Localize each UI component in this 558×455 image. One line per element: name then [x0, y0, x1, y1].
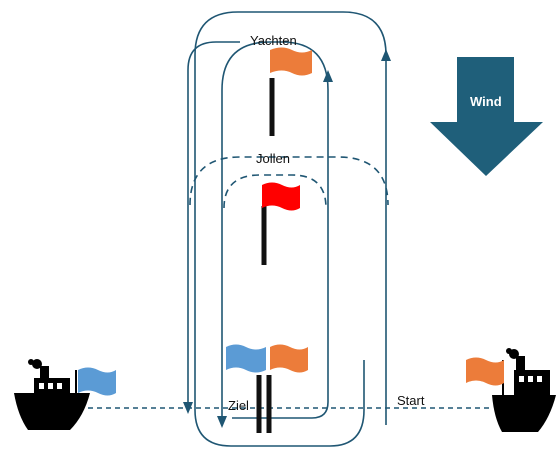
jollen-inner-dashed-path: [223, 174, 327, 209]
left-boat-window: [57, 383, 62, 389]
left-boat-smoke: [28, 359, 34, 365]
left-boat-smoke: [32, 359, 42, 369]
right-boat-hull: [492, 395, 556, 432]
finish-orange-flag: [270, 344, 308, 373]
ziel-label: Ziel: [228, 398, 249, 413]
left-boat-blue-flag: [78, 367, 116, 396]
wind-arrow: [430, 57, 543, 176]
right-boat-window: [519, 376, 524, 382]
left-steamboat-icon: [14, 359, 116, 430]
right-boat-chimney: [516, 356, 525, 372]
left-boat-chimney: [40, 366, 49, 380]
wind-arrow-shape: [430, 57, 543, 176]
wind-label: Wind: [470, 94, 502, 109]
yachten-mark-rounding-path: [221, 41, 329, 420]
left-boat-hull: [14, 393, 90, 430]
inner-down-arrowhead: [217, 416, 227, 428]
left-boat-window: [48, 383, 53, 389]
left-boat-window: [39, 383, 44, 389]
right-boat-window: [537, 376, 542, 382]
yachten-label: Yachten: [250, 33, 297, 48]
finish-blue-flag: [226, 344, 266, 373]
inner-left-arrowhead: [183, 402, 193, 414]
right-boat-cabin: [514, 370, 550, 397]
start-label: Start: [397, 393, 425, 408]
right-boat-orange-flag: [466, 357, 504, 386]
jollen-red-flag: [262, 182, 300, 211]
right-steamboat-icon: [466, 348, 556, 432]
inner-up-arrowhead: [323, 70, 333, 82]
inner-course-path: [187, 41, 240, 410]
jollen-label: Jollen: [256, 151, 290, 166]
outer-course-path: [194, 11, 387, 447]
right-boat-window: [528, 376, 533, 382]
right-boat-smoke: [506, 348, 512, 354]
outer-start-arrowhead: [381, 49, 391, 61]
jollen-outer-dashed-path: [189, 156, 389, 206]
yachten-orange-flag: [270, 47, 312, 76]
